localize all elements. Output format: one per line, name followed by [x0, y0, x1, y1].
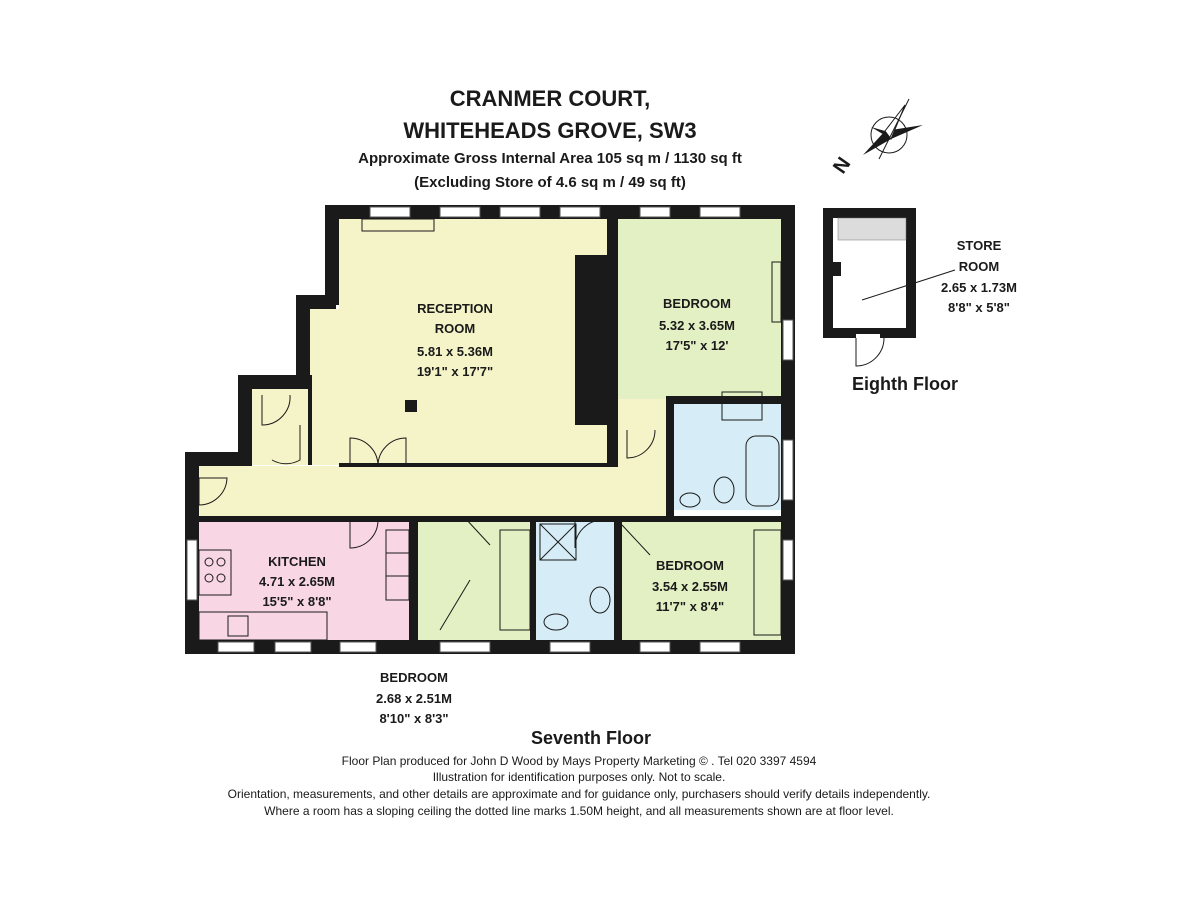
store-label-1: STORE [957, 238, 1002, 253]
eighth-floor-store [823, 208, 956, 367]
footer-line-1: Floor Plan produced for John D Wood by M… [342, 754, 817, 768]
bedroom-small-metric: 2.68 x 2.51M [376, 691, 452, 706]
bedroom-main-label: BEDROOM [663, 296, 731, 311]
bedroom-main-metric: 5.32 x 3.65M [659, 318, 735, 333]
footer-line-3: Orientation, measurements, and other det… [228, 787, 931, 801]
footer-line-2: Illustration for identification purposes… [433, 770, 726, 784]
footer-line-4: Where a room has a sloping ceiling the d… [264, 804, 894, 818]
kitchen-imperial: 15'5" x 8'8" [262, 594, 331, 609]
compass-letter: N [829, 153, 855, 177]
excluding-line: (Excluding Store of 4.6 sq m / 49 sq ft) [414, 174, 686, 191]
bedroom-small-label: BEDROOM [380, 670, 448, 685]
kitchen-room [199, 520, 409, 640]
bedroom-right-metric: 3.54 x 2.55M [652, 579, 728, 594]
bedroom-main-imperial: 17'5" x 12' [666, 338, 729, 353]
north-arrow-icon: N [829, 98, 923, 178]
bedroom-small-imperial: 8'10" x 8'3" [379, 711, 448, 726]
store-metric: 2.65 x 1.73M [941, 280, 1017, 295]
eighth-floor-label: Eighth Floor [852, 374, 958, 394]
seventh-floor-plan [185, 205, 795, 654]
area-line: Approximate Gross Internal Area 105 sq m… [358, 150, 742, 167]
bathroom-1 [674, 404, 781, 510]
bedroom-small-room [418, 520, 530, 640]
title-line-1: CRANMER COURT, [450, 86, 650, 111]
bedroom-right-label: BEDROOM [656, 558, 724, 573]
title-line-2: WHITEHEADS GROVE, SW3 [403, 118, 696, 143]
reception-room [339, 219, 607, 465]
reception-label-2: ROOM [435, 321, 475, 336]
reception-metric: 5.81 x 5.36M [417, 344, 493, 359]
hallway [199, 466, 667, 516]
bedroom-main-room [618, 219, 781, 399]
reception-imperial: 19'1" x 17'7" [417, 364, 493, 379]
kitchen-label: KITCHEN [268, 554, 326, 569]
seventh-floor-label: Seventh Floor [531, 728, 651, 748]
store-label-2: ROOM [959, 259, 999, 274]
kitchen-metric: 4.71 x 2.65M [259, 574, 335, 589]
bedroom-right-imperial: 11'7" x 8'4" [656, 599, 724, 614]
store-imperial: 8'8" x 5'8" [948, 300, 1010, 315]
reception-label-1: RECEPTION [417, 301, 493, 316]
